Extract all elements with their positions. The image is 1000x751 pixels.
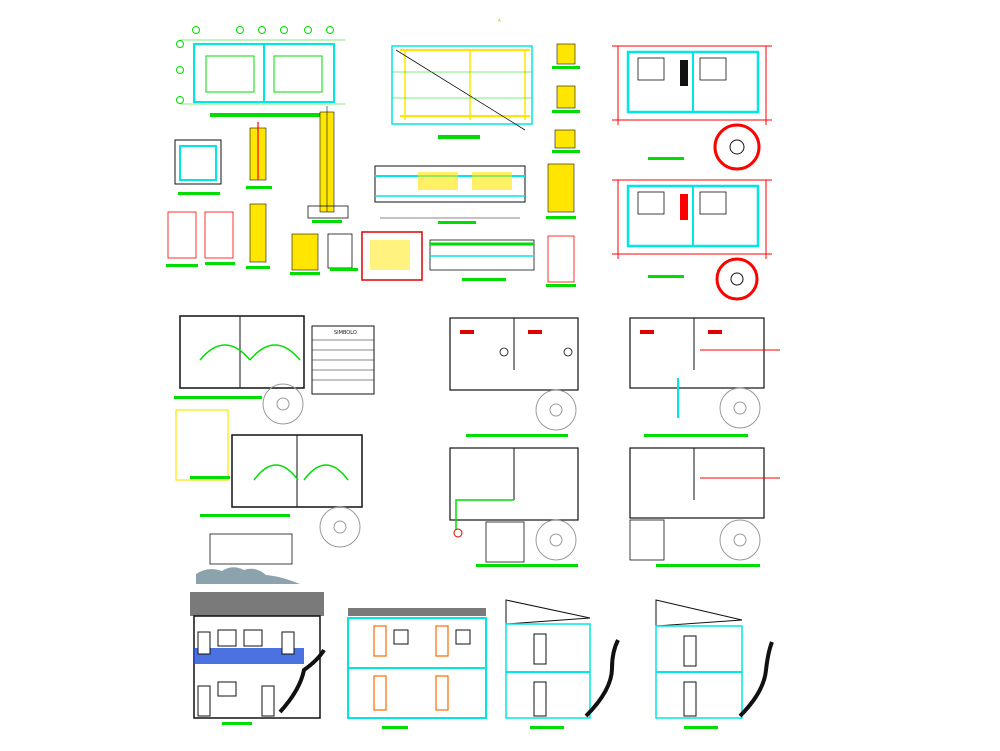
spiral-stair-icon	[715, 257, 759, 301]
window-icon	[393, 629, 471, 645]
plumbing-plan-b	[629, 317, 780, 437]
tiny-top-label: A	[498, 18, 501, 23]
plumbing-plan-a	[449, 317, 579, 437]
door-icon	[533, 633, 547, 717]
spiral-stair-icon	[713, 123, 761, 171]
section-b	[655, 599, 774, 729]
door-icon	[197, 631, 295, 717]
detail-column-top-right	[552, 43, 580, 153]
roof-framing-plan: A	[391, 18, 533, 139]
electrical-plan-second-floor	[175, 409, 363, 565]
electrical-plan-first-floor: SIMBOLO	[174, 315, 375, 425]
plumbing-plan-c	[449, 447, 579, 567]
front-elevation	[190, 592, 326, 725]
spiral-stair-icon	[719, 387, 761, 429]
section-a	[505, 599, 620, 729]
grid-bubble-icon	[176, 26, 334, 104]
door-icon	[373, 625, 449, 711]
architectural-plan-first-floor	[612, 45, 772, 171]
legend-table-head: SIMBOLO	[334, 330, 357, 336]
spiral-stair-icon	[262, 383, 304, 425]
spiral-stair-icon	[535, 389, 577, 431]
beam-details	[361, 163, 576, 287]
spiral-stair-icon	[719, 519, 761, 561]
rear-elevation	[347, 608, 487, 729]
door-icon	[683, 635, 697, 717]
cloud-decoration	[196, 567, 300, 584]
foundation-plan	[176, 26, 345, 117]
structural-details	[166, 106, 358, 275]
spiral-stair-icon	[535, 519, 577, 561]
bed-icon	[637, 191, 727, 215]
plumbing-plan-d	[629, 447, 780, 567]
window-icon	[217, 629, 263, 697]
spiral-stair-icon	[319, 506, 361, 548]
bed-icon	[637, 57, 727, 81]
toilet-icon	[499, 347, 573, 357]
architectural-plan-second-floor	[612, 179, 772, 301]
